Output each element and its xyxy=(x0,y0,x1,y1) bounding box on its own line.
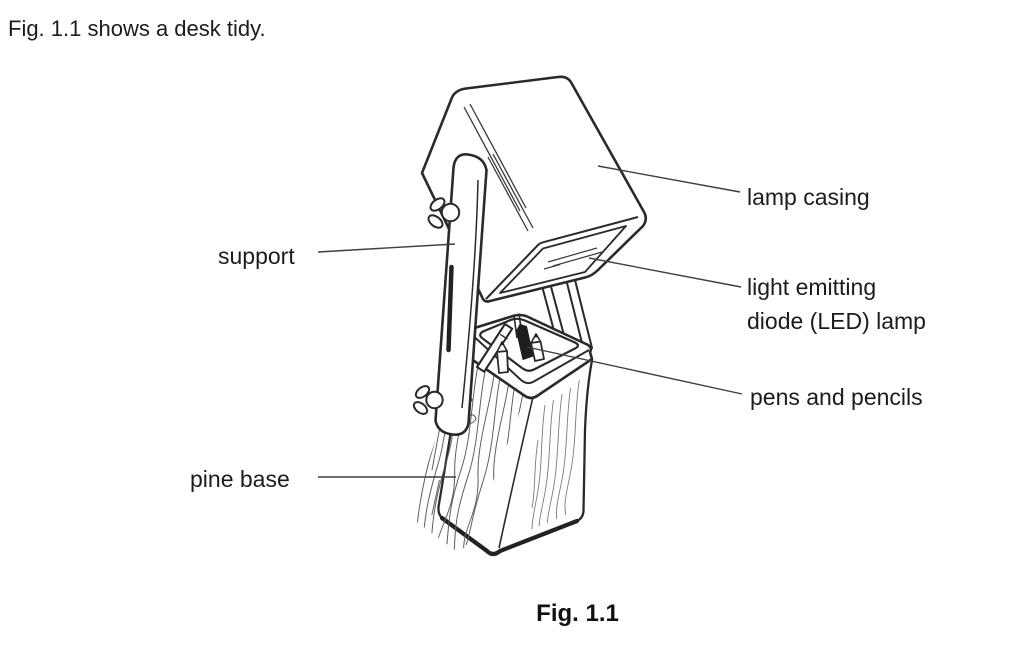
label-pine-base: pine base xyxy=(190,466,290,492)
leader-line-pens xyxy=(526,346,743,395)
label-support: support xyxy=(218,243,295,269)
label-led: light emitting diode (LED) lamp xyxy=(747,270,926,338)
figure-caption: Fig. 1.1 xyxy=(536,600,619,627)
intro-text: Fig. 1.1 shows a desk tidy. xyxy=(8,16,266,41)
leader-line-led xyxy=(588,257,742,288)
support-slot xyxy=(446,264,454,353)
wing-nut-icon xyxy=(412,385,444,415)
pens-and-pencils-drawing xyxy=(475,313,545,374)
led-panel-shine xyxy=(543,247,603,270)
led-panel-inset xyxy=(499,225,627,294)
wing-nut-icon xyxy=(427,197,461,229)
leader-line-support xyxy=(317,243,456,253)
label-led-line1: light emitting xyxy=(747,274,877,300)
label-led-line2: diode (LED) lamp xyxy=(747,308,926,334)
label-lamp-casing: lamp casing xyxy=(747,184,870,210)
leader-line-lamp-casing xyxy=(597,165,741,193)
support-arm-drawing xyxy=(434,153,488,436)
wood-grain-right xyxy=(531,379,580,541)
label-pens-and-pencils: pens and pencils xyxy=(750,384,923,410)
